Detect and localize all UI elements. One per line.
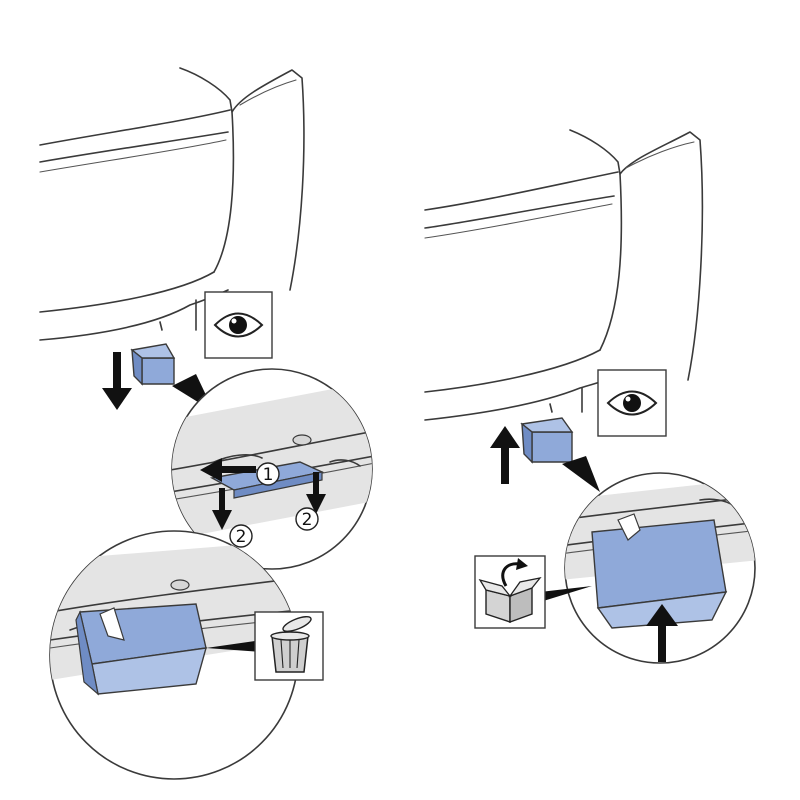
callout-1: 1: [256, 462, 280, 486]
arrow-left-icon: [200, 458, 256, 482]
eye-icon: [597, 369, 667, 437]
arrow-up-icon: [646, 604, 678, 662]
filter-side: [131, 348, 143, 386]
zoom-pointer-c: [562, 456, 600, 492]
arrow-up-icon: [490, 426, 520, 484]
zoom-detail-insert-filter: [564, 472, 756, 664]
arrow-down-icon: [212, 488, 232, 530]
callout-2: 2: [229, 524, 253, 548]
svg-text:2: 2: [236, 527, 247, 547]
filter-side: [521, 422, 533, 464]
filter-front: [531, 431, 573, 463]
callout-2: 2: [295, 507, 319, 531]
appliance-housing-right: [424, 129, 704, 421]
svg-text:1: 1: [263, 465, 274, 485]
eye-icon: [204, 291, 273, 359]
trash-bin-icon: [254, 611, 324, 681]
filter-cartridge-small: [130, 343, 176, 386]
arrow-down-icon: [102, 352, 132, 410]
zoom-pointer-d: [540, 586, 592, 602]
zoom-pointer-b: [206, 640, 262, 652]
filter-front: [141, 357, 175, 385]
filter-cartridge-small: [520, 417, 574, 464]
appliance-housing-left: [39, 67, 305, 341]
insert-panel: [424, 129, 756, 664]
unbox-icon: [474, 555, 546, 629]
arrow-down-icon: [306, 472, 326, 514]
remove-panel: 1 2 2: [39, 67, 373, 780]
svg-text:2: 2: [302, 510, 313, 530]
